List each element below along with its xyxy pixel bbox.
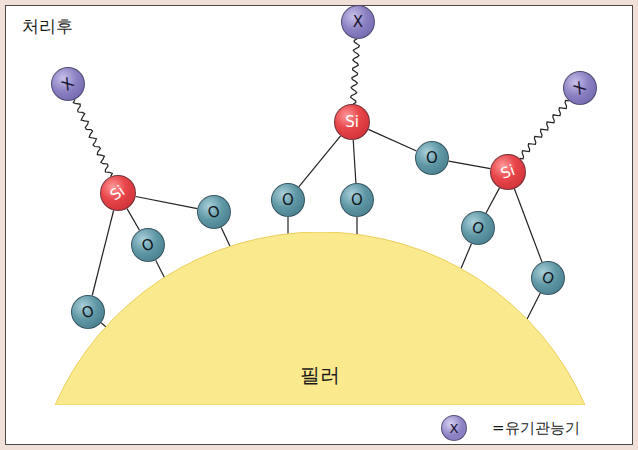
filler-particle: 필러 (55, 232, 585, 405)
functional-group: X (341, 5, 375, 39)
atom-symbol: O (470, 219, 486, 237)
atom-symbol: O (282, 193, 294, 208)
silicon-atom: Si (100, 175, 136, 211)
atom-symbol: Si (108, 183, 128, 203)
bond-line (514, 189, 542, 262)
bond-line (356, 217, 357, 234)
functional-group: X (563, 71, 597, 105)
oxygen-atom: O (71, 295, 105, 329)
wavy-bond (73, 100, 112, 177)
atom-symbol: X (571, 79, 589, 97)
bond-line (156, 260, 165, 277)
functional-group: X (51, 67, 85, 101)
atom-symbol: X (59, 75, 77, 93)
legend-swatch: X (441, 415, 467, 441)
wavy-bond (520, 101, 569, 159)
bond-line (136, 197, 198, 209)
bond-line (527, 293, 540, 319)
atom-symbol: O (206, 203, 222, 221)
atom-symbol: O (540, 269, 556, 287)
panel-title: 처리후 (22, 15, 73, 38)
atom-symbol: Si (345, 115, 359, 130)
silicon-atom: Si (490, 154, 526, 190)
legend-text: =유기관능기 (492, 419, 580, 438)
bond-line (101, 323, 106, 327)
atom-symbol: O (426, 151, 438, 166)
oxygen-atom: O (340, 183, 374, 217)
oxygen-atom: O (271, 183, 305, 217)
bond-line (92, 211, 113, 296)
oxygen-atom: O (131, 228, 165, 262)
atom-symbol: O (80, 303, 96, 321)
bond-line (461, 244, 471, 269)
bond-line (486, 188, 500, 213)
atom-symbol: O (140, 236, 156, 254)
wavy-bond (351, 39, 360, 104)
filler-label: 필러 (300, 362, 340, 389)
oxygen-atom: O (415, 141, 449, 175)
legend-symbol: X (450, 422, 459, 435)
bond-line (287, 217, 288, 234)
atom-symbol: Si (499, 163, 517, 182)
bond-line (368, 129, 416, 151)
oxygen-atom: O (461, 211, 495, 245)
silicon-atom: Si (334, 104, 370, 140)
atom-symbol: X (353, 15, 363, 30)
atom-symbol: O (351, 193, 363, 208)
bond-line (449, 161, 491, 169)
bond-line (221, 227, 230, 246)
bond-line (299, 136, 341, 187)
bond-line (127, 209, 140, 231)
bond-line (353, 140, 356, 183)
oxygen-atom: O (531, 261, 565, 295)
oxygen-atom: O (197, 195, 231, 229)
